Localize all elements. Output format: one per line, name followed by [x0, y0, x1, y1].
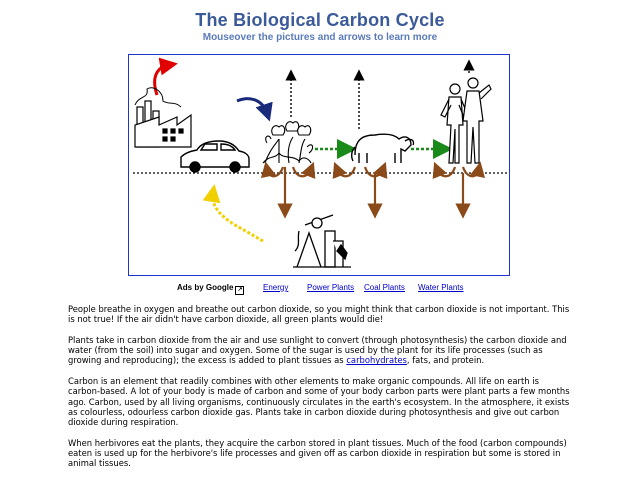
- red-arrow[interactable]: [153, 57, 178, 96]
- page-title: The Biological Carbon Cycle: [195, 10, 445, 30]
- carbon-cycle-diagram: [128, 54, 510, 276]
- plant-icon[interactable]: [262, 121, 314, 164]
- yellow-arrow[interactable]: [202, 184, 264, 243]
- herbivore-icon[interactable]: [350, 133, 415, 163]
- paragraph-1: People breathe in oxygen and breathe out…: [68, 304, 570, 325]
- carbohydrates-link[interactable]: carbohydrates: [346, 355, 407, 366]
- ads-by-google[interactable]: Ads by Google↗: [177, 283, 245, 295]
- navy-arrow[interactable]: [236, 97, 273, 122]
- factory-icon[interactable]: [134, 87, 192, 148]
- paragraph-2: Plants take in carbon dioxide from the a…: [68, 334, 567, 366]
- ad-link-power-plants[interactable]: Power Plants: [307, 283, 355, 292]
- oil-pump-icon[interactable]: [293, 214, 351, 268]
- paragraph-3: Carbon is an element that readily combin…: [68, 376, 570, 428]
- external-link-icon: ↗: [235, 286, 245, 295]
- ad-link-energy[interactable]: Energy: [263, 283, 289, 292]
- ad-link-water-plants[interactable]: Water Plants: [418, 283, 464, 292]
- brown-arrows[interactable]: [260, 161, 486, 219]
- car-icon[interactable]: [180, 140, 250, 173]
- ad-link-coal-plants[interactable]: Coal Plants: [364, 283, 405, 292]
- human-icon[interactable]: [440, 77, 492, 164]
- paragraph-4: When herbivores eat the plants, they acq…: [68, 437, 567, 469]
- page-subtitle: Mouseover the pictures and arrows to lea…: [202, 32, 438, 43]
- article-body: People breathe in oxygen and breathe out…: [68, 304, 573, 479]
